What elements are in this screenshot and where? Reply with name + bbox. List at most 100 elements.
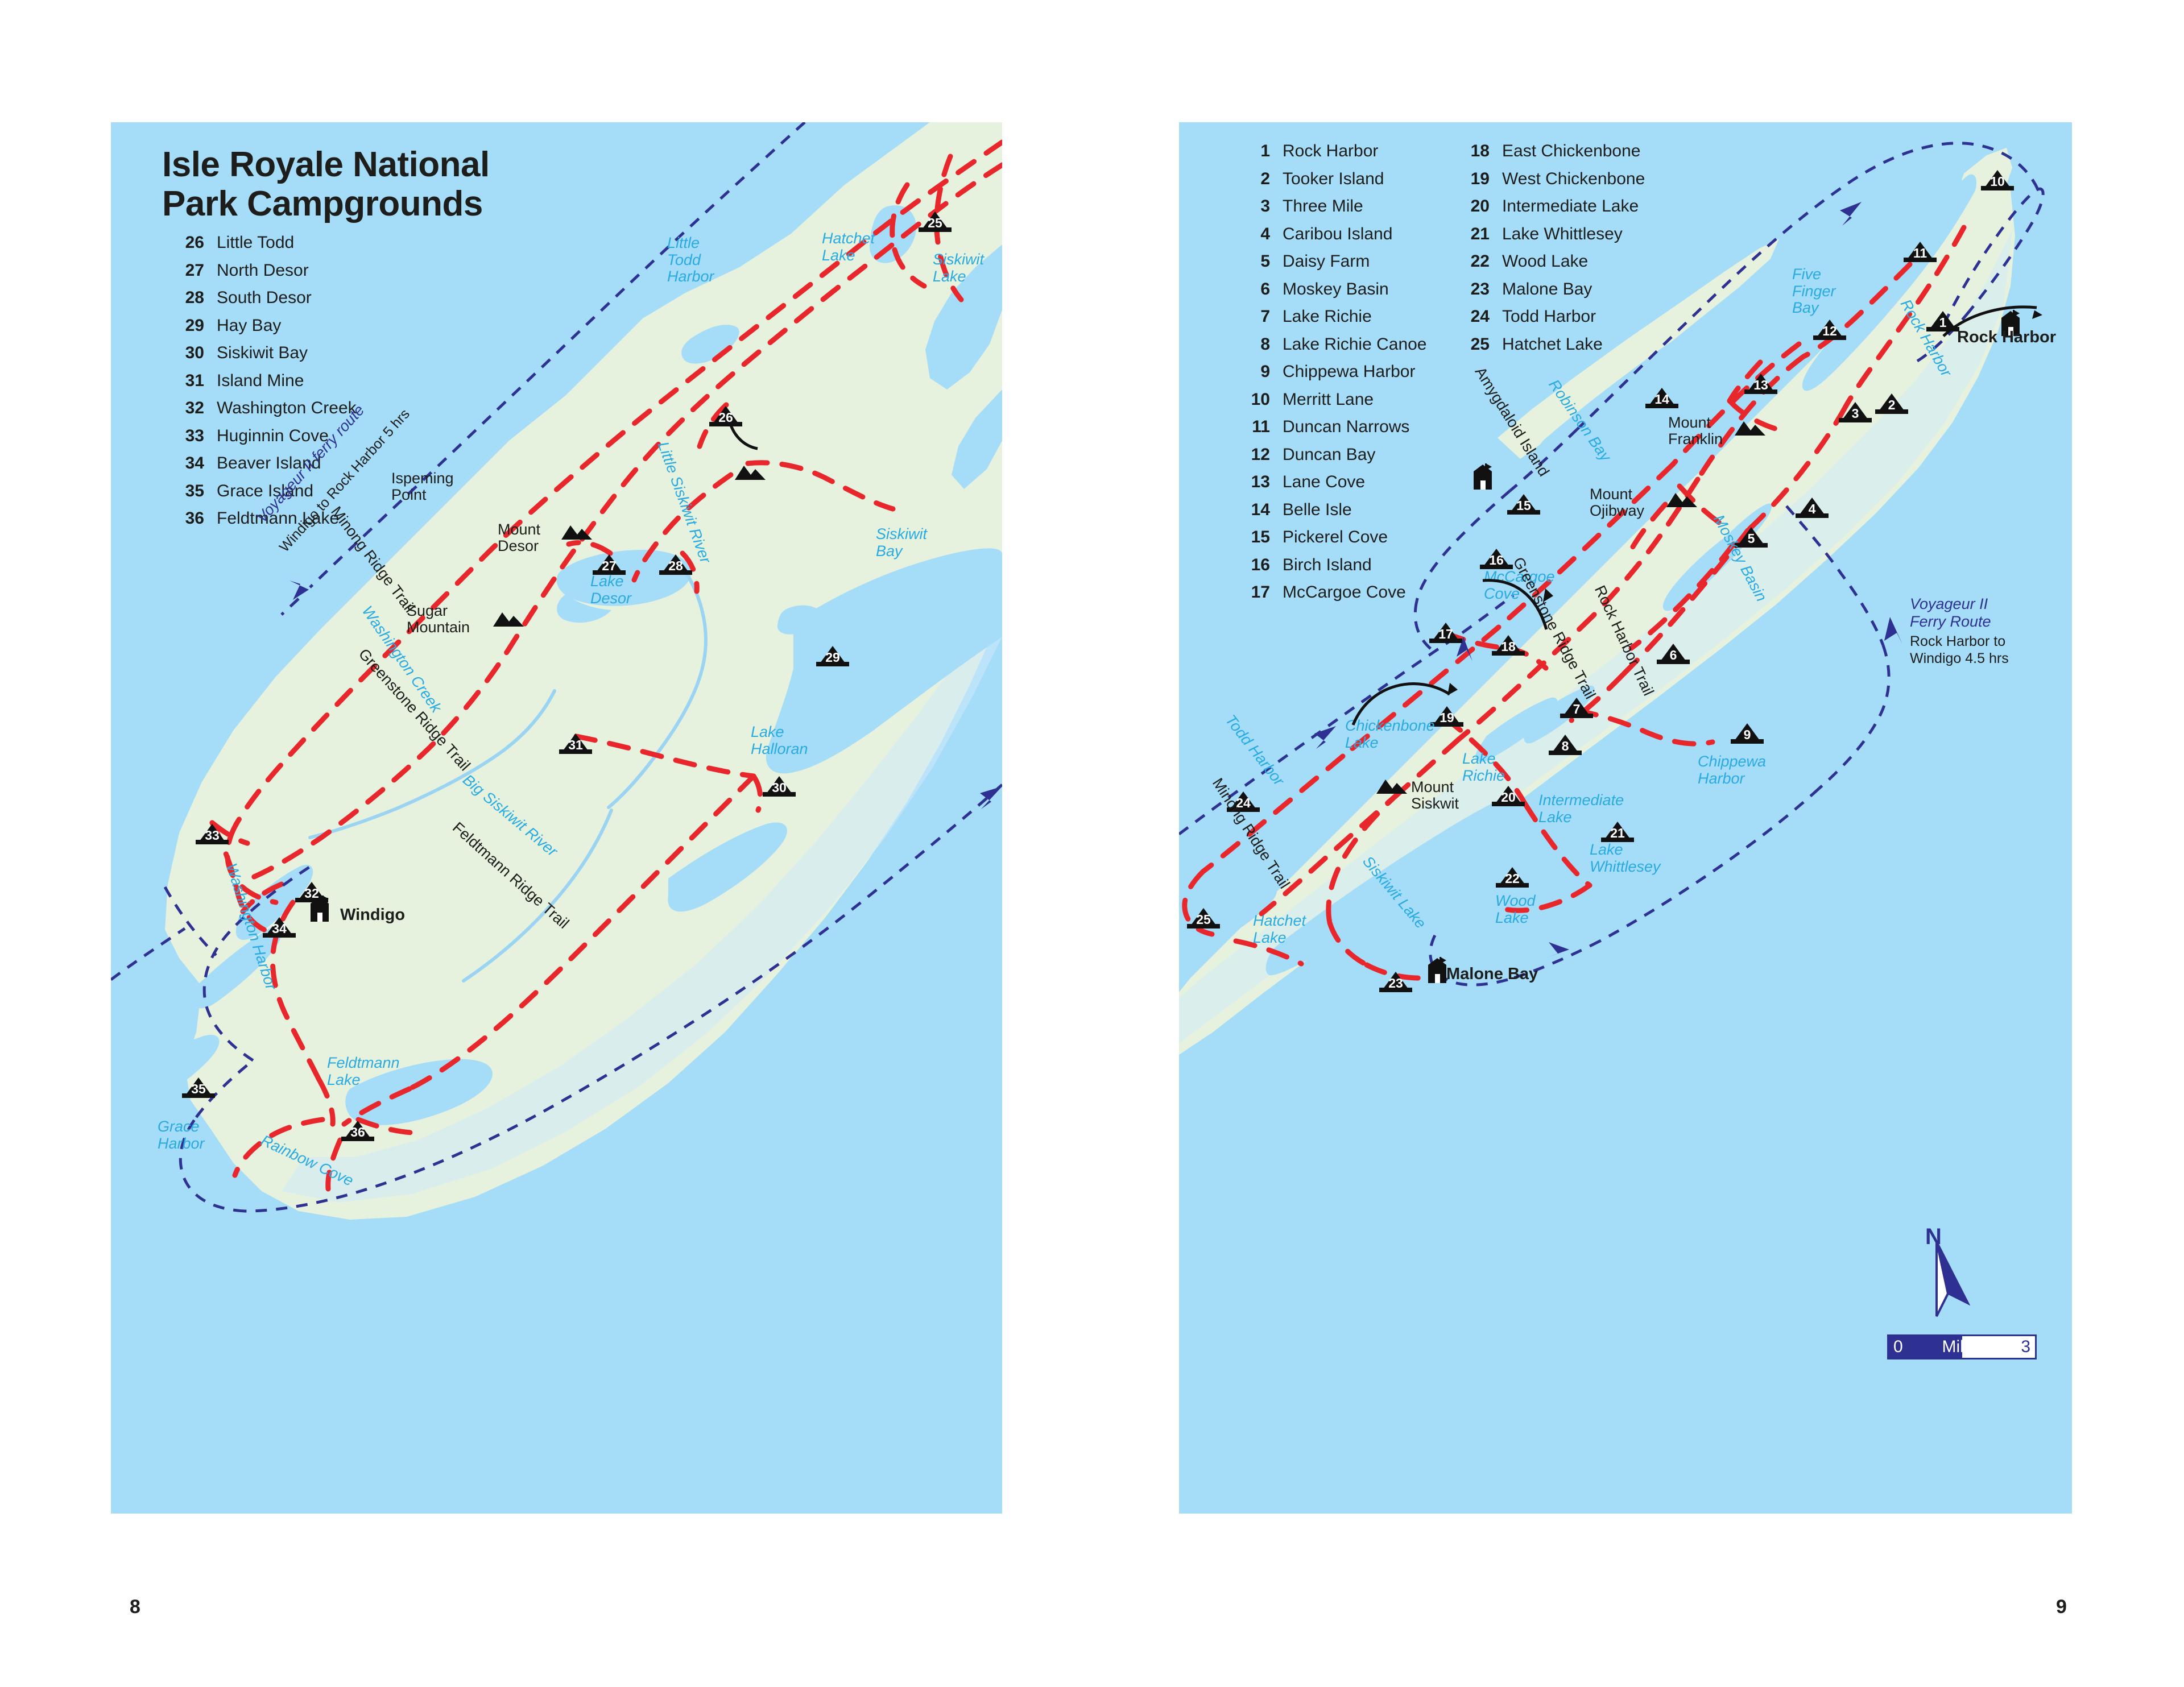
- campsite-tent-icon: [1187, 908, 1220, 929]
- campsite-tent-icon: [816, 646, 849, 666]
- campsite-marker[interactable]: 11: [1902, 241, 1938, 263]
- legend-number: 31: [185, 371, 204, 390]
- legend-label: Tooker Island: [1283, 169, 1384, 188]
- legend-label: Lake Richie: [1283, 307, 1372, 326]
- campsite-tent-icon: [1926, 311, 1959, 331]
- campsite-marker[interactable]: 29: [815, 645, 850, 668]
- campsite-marker[interactable]: 20: [1491, 785, 1526, 807]
- campsite-marker[interactable]: 3: [1838, 401, 1873, 424]
- legend-number: 20: [1470, 197, 1490, 215]
- legend-number: 29: [185, 316, 204, 335]
- campsite-marker[interactable]: 36: [340, 1120, 375, 1142]
- water-feature-label: Five Finger Bay: [1792, 266, 1836, 317]
- right-map-graphics: [1179, 142, 2045, 1055]
- campsite-marker[interactable]: 35: [181, 1076, 216, 1099]
- campsite-marker[interactable]: 25: [917, 210, 953, 233]
- place-name-label: Rock Harbor: [1957, 328, 2057, 346]
- campsite-tent-icon: [1601, 822, 1634, 842]
- ranger-station-icon: [1465, 463, 1492, 493]
- campsite-marker[interactable]: 28: [658, 553, 693, 576]
- campsite-marker[interactable]: 16: [1479, 548, 1514, 570]
- ranger-station-icon: [1992, 310, 2020, 339]
- campsite-marker[interactable]: 33: [195, 823, 230, 845]
- campsite-marker[interactable]: 12: [1812, 318, 1847, 341]
- left-map-graphics: [111, 122, 1002, 1220]
- campsite-marker[interactable]: 30: [762, 775, 797, 798]
- campsite-marker[interactable]: 9: [1730, 722, 1765, 745]
- campsite-marker[interactable]: 10: [1980, 169, 2015, 192]
- campsite-tent-icon: [919, 212, 952, 232]
- mountain-peak-icon: [1665, 491, 1698, 508]
- campsite-marker[interactable]: 22: [1495, 866, 1530, 889]
- campsite-marker[interactable]: 6: [1656, 643, 1691, 665]
- legend-number: 6: [1260, 279, 1270, 299]
- campsite-marker[interactable]: 2: [1874, 392, 1909, 415]
- campsite-marker[interactable]: 23: [1378, 971, 1413, 993]
- inland-lakes: [111, 205, 1002, 1125]
- water-feature-label: Wood Lake: [1495, 892, 1536, 926]
- campsite-marker[interactable]: 7: [1559, 697, 1594, 719]
- campsite-marker[interactable]: 4: [1794, 496, 1830, 519]
- campsite-tent-icon: [1560, 698, 1593, 718]
- legend-label: Grace Island: [217, 481, 314, 500]
- campsite-tent-icon: [341, 1121, 374, 1141]
- campsite-tent-icon: [1507, 494, 1540, 515]
- campsite-marker[interactable]: 25: [1186, 907, 1221, 930]
- campsite-tent-icon: [1839, 402, 1872, 422]
- campsite-marker[interactable]: 17: [1428, 621, 1463, 644]
- campsite-tent-icon: [1429, 623, 1462, 643]
- campsite-marker[interactable]: 13: [1743, 372, 1778, 395]
- peak-label: Mount Siskwit: [1411, 778, 1459, 813]
- campsite-marker[interactable]: 31: [558, 732, 593, 755]
- peak-label: Mount Franklin: [1668, 414, 1723, 448]
- mountain-peak-icon: [492, 610, 525, 627]
- legend-label: Island Mine: [217, 371, 304, 390]
- scale-bar-left-half: 0: [1889, 1336, 1962, 1358]
- campsite-marker[interactable]: 34: [262, 916, 297, 939]
- legend-number: 14: [1251, 500, 1270, 519]
- legend-row[interactable]: 31 Island Mine: [172, 371, 357, 391]
- ferry-arrowheads: [1314, 202, 1902, 958]
- campsite-marker[interactable]: 15: [1506, 493, 1541, 516]
- legend-number: 30: [185, 343, 204, 362]
- campsite-marker[interactable]: 8: [1548, 733, 1583, 756]
- legend-label: Three Mile: [1283, 197, 1363, 215]
- campsite-marker[interactable]: 14: [1644, 387, 1680, 409]
- campsite-tent-icon: [1227, 791, 1260, 812]
